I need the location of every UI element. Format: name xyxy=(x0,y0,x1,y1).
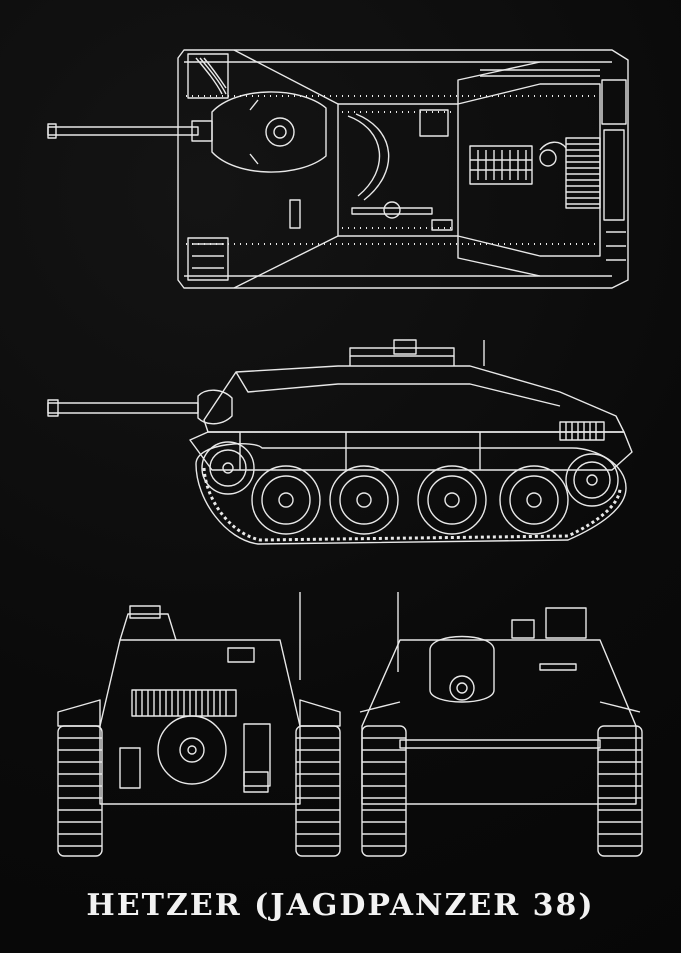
rear-view-right-track xyxy=(597,725,643,857)
side-view-idler-wheel xyxy=(565,453,619,507)
side-view-drive-sprocket xyxy=(201,441,255,495)
top-view-front-glacis xyxy=(233,49,339,289)
rear-view-left-track xyxy=(361,725,407,857)
top-view-hull xyxy=(177,49,629,289)
rear-view xyxy=(359,592,643,857)
front-view-left-track xyxy=(57,725,103,857)
top-view-mantlet xyxy=(211,91,327,173)
rear-view-exhaust xyxy=(429,635,495,703)
side-view-lower-hull xyxy=(189,431,633,471)
top-view-left-fender xyxy=(184,61,612,277)
front-view-gun-mantlet xyxy=(157,715,227,785)
top-view-gun xyxy=(47,120,213,142)
front-view-right-track xyxy=(295,725,341,857)
poster-title: HETZER (JAGDPANZER 38) xyxy=(86,888,595,923)
rear-view-hull xyxy=(361,639,637,805)
side-view-track xyxy=(195,443,627,545)
top-view-engine-grille xyxy=(565,129,625,221)
side-view xyxy=(47,339,633,545)
front-view xyxy=(57,592,341,857)
top-view-ammo-rack xyxy=(469,145,533,185)
side-view-roof-mg xyxy=(349,339,485,366)
top-view xyxy=(47,49,629,289)
side-view-road-wheels xyxy=(251,465,569,535)
